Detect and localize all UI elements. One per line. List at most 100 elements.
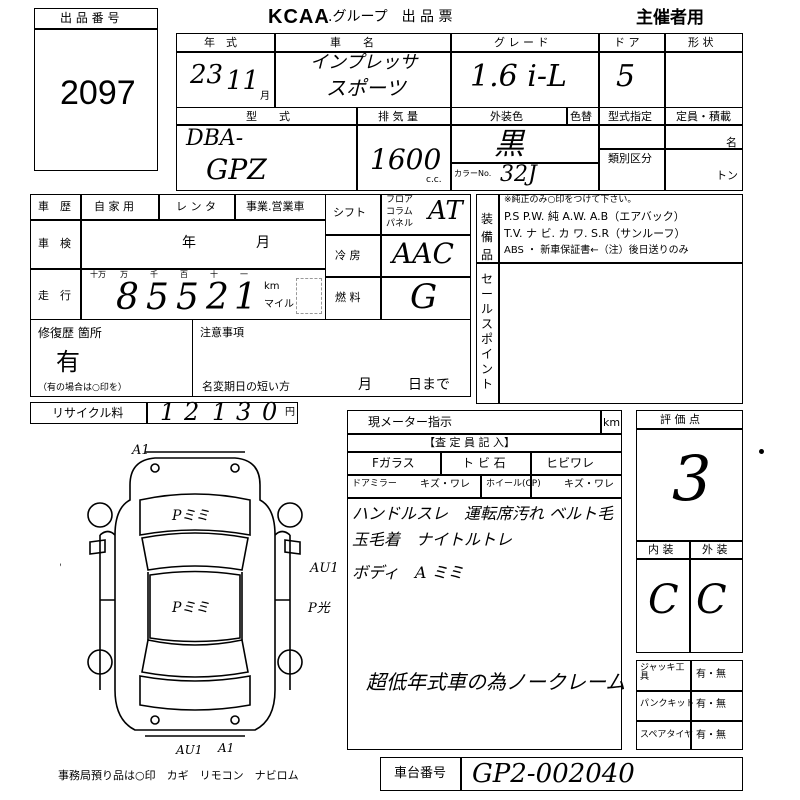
digit-header-100k: 十万 [90,270,106,279]
recycle-digit: 1 [212,398,228,426]
type-label: 型 式 [246,110,290,123]
recycle-digit: 1 [160,398,176,426]
meter-km-col [600,410,602,433]
wheel-label: ホイール(CP) [486,479,541,489]
recycle-digit: 2 [184,398,200,426]
name-change-day: 日まで [408,377,450,393]
door-mirror-options[interactable]: キズ・ワレ [420,479,470,490]
lot-header-divider [34,28,158,30]
shift-value: AT [428,196,463,226]
mileage-digit: 5 [146,277,169,318]
color-no-value: 32J [500,162,537,187]
tools-line1 [636,690,743,692]
mileage-digit: 1 [234,277,257,318]
shift-label: シフト [333,206,366,219]
row1-col2 [450,33,452,108]
tools-block [636,660,743,750]
history-line1 [30,219,326,221]
meter-km: km [603,416,621,429]
puncture-kit-value[interactable]: 有・無 [696,699,726,710]
shift-option-panel[interactable]: パネル [386,219,414,229]
model-name-line1: インプレッサ [310,52,418,73]
meter-label: 現メーター指示 [368,415,453,429]
inspector-comment-3: ボディ A ミミ [352,563,464,582]
displacement-value: 1600 [370,143,442,176]
recycle-block [30,402,298,424]
meter-line [347,433,622,435]
mileage-label: 走 行 [38,289,71,302]
type-value-line1: DBA- [186,126,244,151]
chassis-block [380,757,743,791]
notes-block [192,319,471,397]
spec-line2 [325,276,471,278]
windshield-label: Fガラス [372,456,415,470]
diagram-mark: Pミミ [171,508,209,524]
spec-col [380,194,382,320]
inspection-label: 車 検 [38,237,71,250]
spare-tire-value[interactable]: 有・無 [696,730,726,741]
door-mirror-label: ドアミラー [352,479,397,489]
month-suffix: 月 [260,91,270,102]
score-sub-col [689,540,691,653]
category-label: 類別区分 [608,152,652,165]
diagram-mark: AU1 [175,743,202,755]
private-use-option[interactable]: 自 家 用 [94,200,134,213]
km-unit: km [264,281,280,292]
notes-label: 注意事項 [200,326,244,339]
history-label: 車 歴 [38,200,71,213]
spec-line1 [325,234,471,236]
check-col2 [530,451,532,497]
history-line2 [30,268,326,270]
check-top-line [347,451,622,453]
auction-logo: KCAA [268,6,330,28]
equipment-line1: P.S P.W. 純 A.W. A.B（エアバック） [504,210,685,223]
check-mid-line [347,474,622,476]
row1-header-line [176,51,743,53]
inspection-year-label: 年 [182,235,196,251]
windshield-options[interactable]: ト ビ 石 [462,456,506,470]
fuel-value: G [410,277,438,317]
sales-point-label: セールスポイント [481,272,494,391]
grade-value: 1.6 i-L [470,59,567,94]
score-label: 評 価 点 [660,413,700,426]
inspector-comment-1: ハンドルスレ 運転席汚れ ベルト毛 [352,504,614,523]
repair-hint: （有の場合は○印を） [38,383,127,393]
jack-tool-value[interactable]: 有・無 [696,669,726,680]
row2-col3 [566,107,568,124]
month-value: 11 [226,66,260,96]
diagram-mark: AU1 [309,561,339,576]
rental-option[interactable]: レ ン タ [176,200,216,213]
lot-number: 2097 [60,74,136,112]
shift-option-column[interactable]: コラム [386,207,413,217]
capacity-unit-tons: トン [716,169,738,182]
inspector-block [347,410,622,750]
mileage-digit: 2 [206,277,229,318]
type-value-line2: GPZ [206,153,267,186]
chassis-number-label: 車台番号 [394,766,447,781]
equipment-line2: T.V. ナ ビ. カ ワ. S.R（サンルーフ） [504,227,686,240]
exterior-color-label: 外装色 [490,110,523,123]
office-note: 事務局預り品は○印 カギ リモコン ナビロム [58,769,299,782]
mile-checkbox[interactable] [296,278,322,314]
puncture-kit-label: パンクキット [640,699,695,709]
check-bottom-line [347,497,622,499]
windshield-crack[interactable]: ヒビワレ [546,456,595,470]
tools-line2 [636,720,743,722]
color-swap-label: 色替 [570,110,592,123]
model-name-line2: スポーツ [326,76,406,100]
row2-mid-line [598,148,743,150]
shift-option-floor[interactable]: フロア [386,195,414,205]
digit-header-10: 十 [210,270,218,279]
diagram-mark: W2 [60,561,62,576]
ac-label: 冷 房 [335,249,361,262]
door-value: 5 [616,59,636,94]
business-use-option[interactable]: 事業.営業車 [246,200,305,213]
wheel-options[interactable]: キズ・ワレ [564,479,614,490]
color-no-line [450,162,598,164]
chassis-col [460,757,462,791]
row1-col1 [274,33,276,108]
type-designation-label: 型式指定 [608,110,652,123]
grade-label: グ レ ー ド [494,36,549,49]
diagram-mark: P光 [307,601,331,616]
year-label: 年 式 [204,36,237,49]
